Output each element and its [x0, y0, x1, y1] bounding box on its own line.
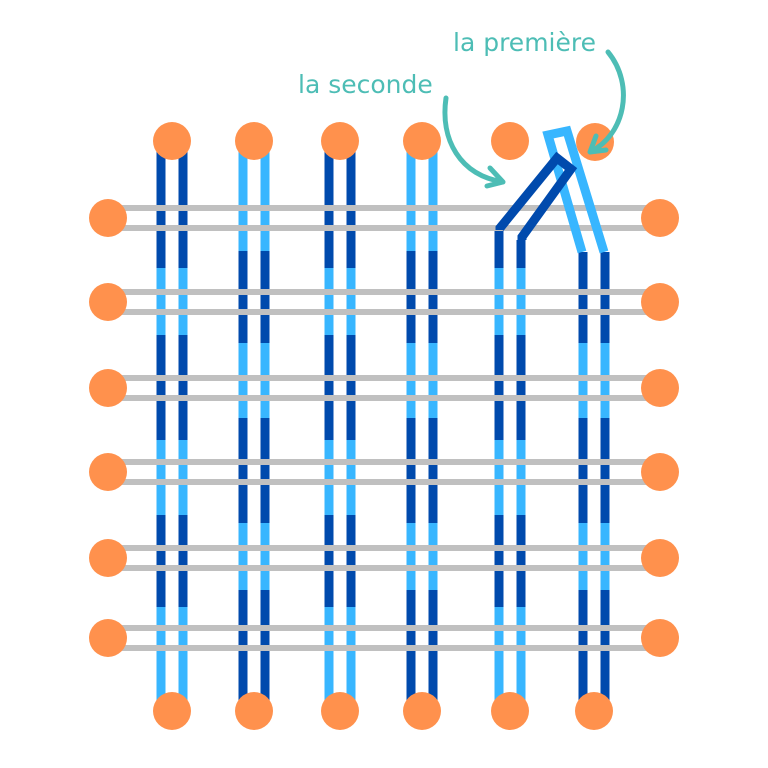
left-peg [89, 453, 127, 491]
weft-strands [108, 205, 660, 651]
left-peg [89, 283, 127, 321]
top-peg [491, 122, 529, 160]
bottom-peg [153, 692, 191, 730]
top-peg [235, 122, 273, 160]
bottom-peg [321, 692, 359, 730]
label-la-seconde: la seconde [298, 70, 433, 99]
right-peg [641, 199, 679, 237]
pegs [89, 122, 679, 730]
bottom-peg [235, 692, 273, 730]
bottom-peg [575, 692, 613, 730]
first-twist-strand [542, 125, 609, 254]
arrow-second-icon [442, 95, 506, 189]
twisted-strands [495, 125, 609, 254]
left-peg [89, 539, 127, 577]
top-peg [153, 122, 191, 160]
label-la-premiere: la première [453, 28, 596, 57]
right-peg [641, 283, 679, 321]
left-peg [89, 369, 127, 407]
right-peg [641, 453, 679, 491]
arrow-first-icon [587, 49, 626, 155]
top-peg [403, 122, 441, 160]
right-peg [641, 619, 679, 657]
left-peg [89, 199, 127, 237]
warp-strands [156, 140, 610, 712]
right-peg [641, 369, 679, 407]
left-peg [89, 619, 127, 657]
bottom-peg [491, 692, 529, 730]
right-peg [641, 539, 679, 577]
annotation-arrows [442, 49, 626, 189]
top-peg [321, 122, 359, 160]
bottom-peg [403, 692, 441, 730]
second-twist-strand [495, 151, 578, 240]
